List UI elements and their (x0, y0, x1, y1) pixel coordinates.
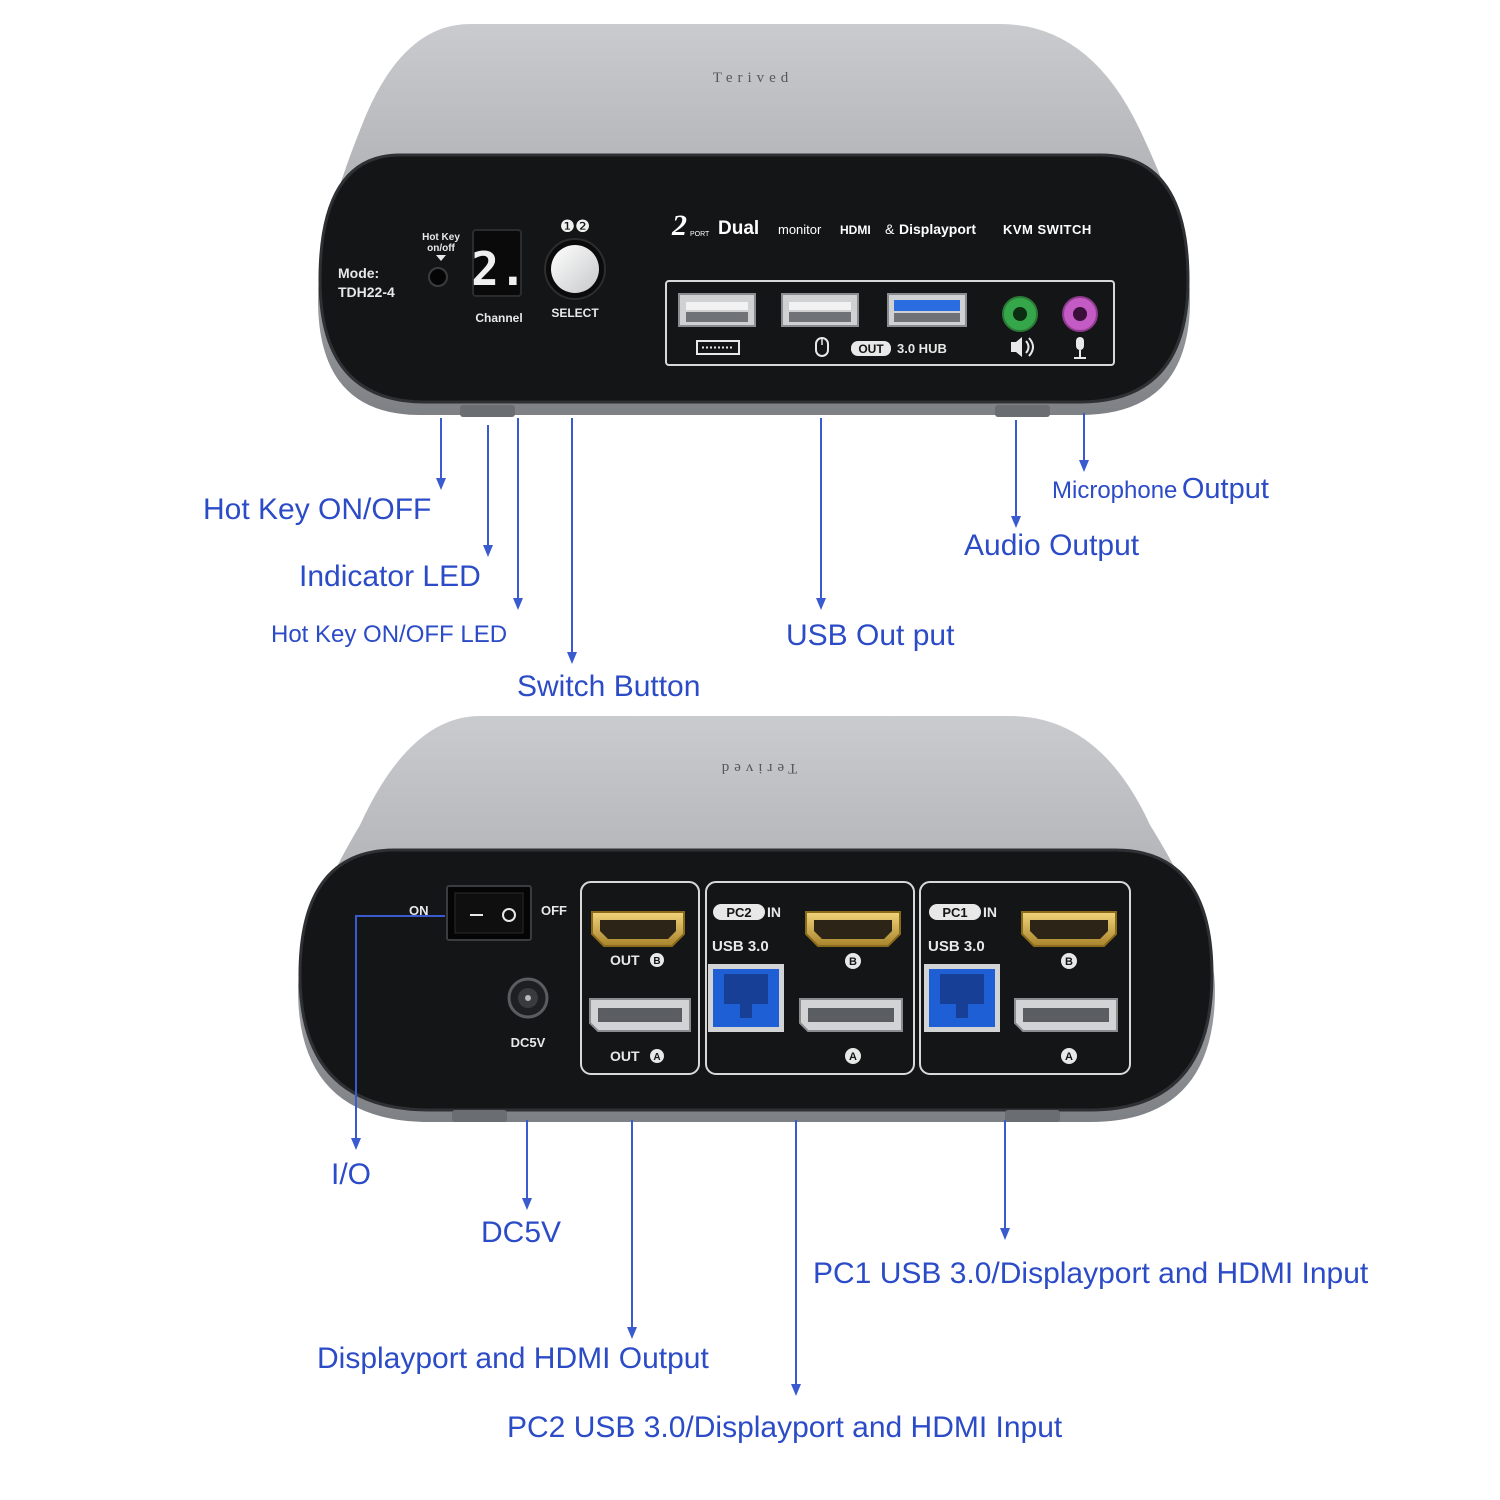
title-2: 2 (671, 209, 687, 242)
model-value: TDH22-4 (338, 284, 395, 300)
out-b-badge-bg (650, 953, 664, 967)
callout-microphone-output: Microphone Output (1052, 475, 1269, 504)
select-button[interactable] (551, 245, 599, 293)
pc1-usb-label: USB 3.0 (928, 938, 985, 955)
pc2-in-label: IN (767, 904, 781, 920)
pc1-a-badge-bg (1061, 1048, 1077, 1064)
dc-label: DC5V (511, 1035, 546, 1050)
front-foot-left (460, 405, 515, 417)
pc1-b-badge: B (1065, 956, 1073, 968)
front-port-box (665, 280, 1115, 366)
title-displayport: Displayport (899, 221, 976, 237)
front-device: Terived Mode: TDH22-4 Hot Key on/off 2. … (318, 24, 1190, 417)
pc2-group-box (705, 881, 915, 1075)
pc1-group-box (919, 881, 1131, 1075)
out-b-badge: B (653, 956, 660, 967)
usb-out-badge-bg (851, 341, 891, 356)
pc1-badge: PC1 (942, 905, 967, 920)
callout-dp-hdmi-output: Displayport and HDMI Output (317, 1342, 709, 1375)
front-brand: Terived (713, 70, 794, 86)
mic-jack-hole (1073, 307, 1087, 321)
power-on-label: ON (409, 903, 429, 918)
hotkey-label-1: Hot Key (422, 232, 460, 243)
rear-foot-right (1005, 1110, 1060, 1122)
front-leader-lines (436, 413, 1089, 664)
usb-out-badge: OUT (858, 342, 884, 356)
channel-label: Channel (475, 311, 522, 325)
channel-digit: 2. (471, 242, 526, 296)
callout-pc2-input: PC2 USB 3.0/Displayport and HDMI Input (507, 1411, 1063, 1444)
rear-foot-left (452, 1110, 507, 1122)
out-a-badge: A (653, 1052, 660, 1063)
speaker-icon (1011, 337, 1034, 357)
pc2-a-badge-bg (845, 1048, 861, 1064)
pc1-b-badge-bg (1061, 953, 1077, 969)
callout-hotkey-onoff: Hot Key ON/OFF (203, 493, 432, 526)
rear-brand: Terived (717, 760, 798, 776)
pc1-usb3-port[interactable] (924, 964, 1000, 1032)
callout-io: I/O (331, 1158, 372, 1191)
hotkey-label-2: on/off (427, 243, 455, 254)
pc1-badge-bg (929, 904, 981, 920)
mouse-icon (815, 337, 829, 357)
audio-jack-hole (1013, 307, 1027, 321)
out-group-box (580, 881, 700, 1075)
out-a-label: OUT (610, 1048, 640, 1064)
title-amp: & (885, 221, 895, 237)
select-label: SELECT (551, 306, 599, 320)
hdmi-out-b-port[interactable] (591, 911, 685, 947)
title-kvm: KVM SWITCH (1003, 222, 1092, 237)
dc-jack-pin (525, 995, 531, 1001)
front-foot-right (995, 405, 1050, 417)
pc2-a-badge: A (849, 1051, 857, 1063)
power-off-label: OFF (541, 903, 567, 918)
channel-display (472, 229, 522, 297)
pc2-hdmi-b-port[interactable] (805, 911, 901, 947)
pc2-badge-bg (713, 904, 765, 920)
rear-leader-lines (351, 915, 1010, 1396)
pc2-badge: PC2 (726, 905, 751, 920)
out-a-badge-bg (650, 1049, 664, 1063)
rear-device: Terived ON OFF DC5V OUT B OUT A PC2 (298, 716, 1215, 1122)
callout-indicator-led: Indicator LED (299, 560, 481, 593)
title-dual: Dual (718, 218, 759, 239)
callout-dc5v: DC5V (481, 1216, 562, 1249)
title-monitor: monitor (778, 222, 822, 237)
select-numbers: ❶❷ (560, 217, 590, 237)
callout-output-word: Output (1181, 473, 1269, 505)
power-off-mark (502, 908, 516, 922)
pc1-a-badge: A (1065, 1051, 1073, 1063)
pc2-dp-a-port[interactable] (799, 998, 903, 1032)
pc2-b-badge-bg (845, 953, 861, 969)
pc2-usb-label: USB 3.0 (712, 938, 769, 955)
pc1-hdmi-b-port[interactable] (1021, 911, 1117, 947)
title-port: PORT (690, 231, 710, 238)
usb3-hub-port[interactable] (887, 293, 967, 327)
hotkey-button[interactable] (428, 267, 448, 287)
dp-out-a-port[interactable] (589, 998, 691, 1032)
callout-hotkey-led: Hot Key ON/OFF LED (271, 621, 508, 648)
front-panel (318, 153, 1190, 404)
pc1-in-label: IN (983, 904, 997, 920)
keyboard-icon (696, 340, 740, 355)
callout-switch-button: Switch Button (517, 670, 701, 703)
callout-microphone-word: Microphone (1052, 477, 1178, 504)
callout-audio-output: Audio Output (964, 529, 1140, 562)
usb-port-mouse[interactable] (781, 293, 859, 327)
usb-hub-label: 3.0 HUB (897, 341, 947, 356)
pc2-b-badge: B (849, 956, 857, 968)
model-label: Mode: (338, 265, 379, 281)
callout-usb-output: USB Out put (786, 619, 955, 652)
hotkey-arrow-icon (436, 255, 446, 261)
power-switch-rocker (454, 892, 524, 934)
out-b-label: OUT (610, 952, 640, 968)
usb-port-keyboard[interactable] (678, 293, 756, 327)
pc1-dp-a-port[interactable] (1014, 998, 1118, 1032)
callout-pc1-input: PC1 USB 3.0/Displayport and HDMI Input (813, 1257, 1369, 1290)
title-hdmi: HDMI (840, 223, 871, 237)
microphone-icon (1074, 337, 1086, 359)
pc2-usb3-port[interactable] (708, 964, 784, 1032)
